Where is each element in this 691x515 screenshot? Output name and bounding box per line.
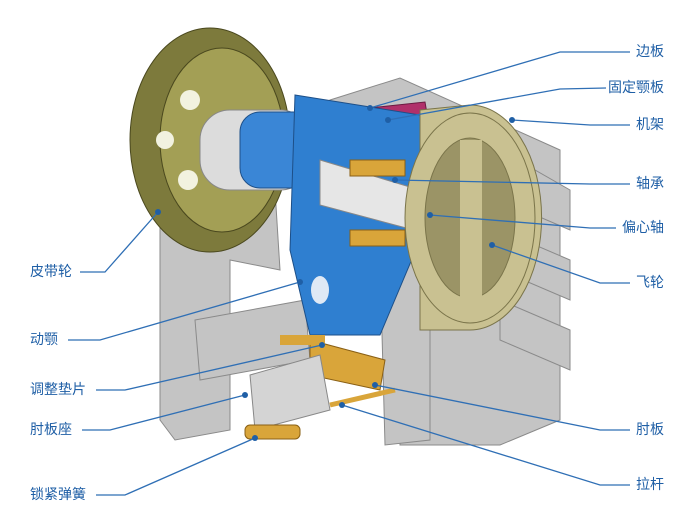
label-toggle-plate: 肘板 — [636, 422, 664, 438]
locking-spring — [244, 424, 301, 440]
toggle-seat — [249, 335, 331, 431]
label-side-plate: 边板 — [636, 44, 664, 60]
label-adjusting-shim: 调整垫片 — [30, 382, 86, 398]
label-frame: 机架 — [636, 117, 664, 133]
label-belt-pulley: 皮带轮 — [30, 264, 72, 280]
label-locking-spring: 锁紧弹簧 — [30, 487, 86, 503]
label-eccentric-shaft: 偏心轴 — [622, 220, 664, 236]
moving-jaw — [199, 94, 421, 336]
label-toggle-seat: 肘板座 — [30, 422, 72, 438]
leader-lines — [68, 51, 630, 496]
flywheel — [404, 104, 543, 331]
label-moving-jaw: 动颚 — [30, 332, 58, 348]
adjusting-shim — [280, 335, 325, 345]
label-tie-rod: 拉杆 — [636, 477, 664, 493]
label-flywheel: 飞轮 — [636, 275, 664, 291]
label-bearing: 轴承 — [636, 176, 664, 192]
bearing — [349, 159, 406, 247]
label-fixed-jaw-plate: 固定颚板 — [608, 80, 664, 96]
